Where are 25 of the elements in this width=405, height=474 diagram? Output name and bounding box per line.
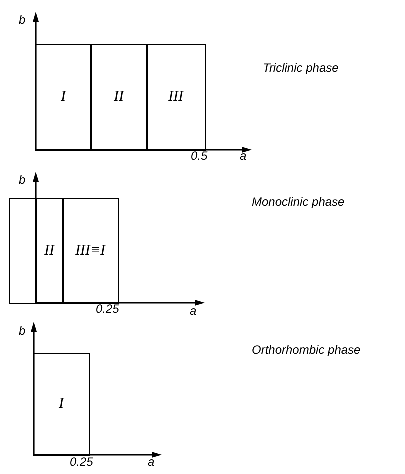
region-numeral: II [114,88,124,108]
empty-region-box [9,198,37,304]
tick-label: 0.25 [96,303,120,315]
phase-label: Triclinic phase [263,62,339,74]
region-numeral: III [168,88,184,108]
tick-label: 0.25 [70,456,94,468]
axis-label: a [240,150,247,162]
region-numeral: III≡I [75,242,106,261]
phase-region-box [33,353,90,456]
axis-label: b [19,14,26,26]
region-numeral: II [44,242,54,261]
axis-label: b [19,325,26,337]
axis-label: a [190,305,197,317]
region-numeral: I [61,88,66,108]
tick-label: 0.5 [191,150,208,162]
phase-label: Monoclinic phase [252,196,345,208]
phase-region-box [62,198,119,304]
phase-region-box [146,44,206,151]
phase-label: Orthorhombic phase [252,344,361,356]
region-numeral: I [59,395,64,414]
phase-region-box [90,44,148,151]
axis-label: b [19,174,26,186]
axis-label: a [148,456,155,468]
phase-region-box [35,44,92,151]
phase-region-box [35,198,64,304]
